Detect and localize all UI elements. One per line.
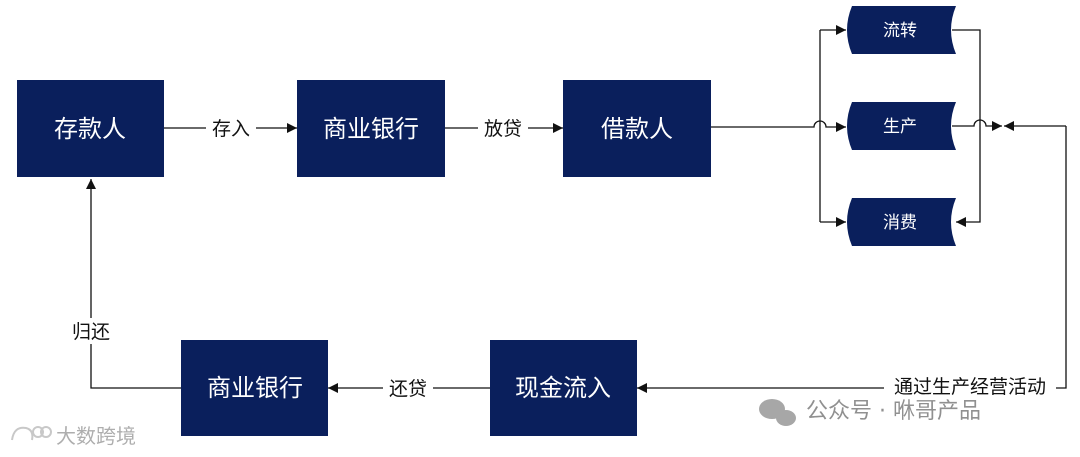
wechat-watermark-text: 公众号 · 咻哥产品 (806, 399, 981, 424)
node-circulation-label: 流转 (883, 21, 917, 41)
edge-label-return: 归还 (72, 321, 110, 343)
node-cash-inflow-label: 现金流入 (515, 374, 611, 402)
edge-return-line (86, 179, 181, 389)
node-bank-top-label: 商业银行 (323, 115, 419, 143)
node-depositor (17, 80, 164, 177)
node-bank-bottom-label: 商业银行 (207, 374, 303, 402)
node-consumption-label: 消费 (883, 213, 917, 233)
node-cash-inflow (490, 340, 637, 436)
edge-production-out (952, 119, 1002, 131)
brand-watermark: 大数跨境 (11, 424, 136, 448)
node-bank-bottom (181, 340, 328, 436)
node-borrower (563, 80, 711, 177)
wechat-icon (759, 399, 796, 426)
node-bank-top (297, 80, 445, 177)
node-depositor-label: 存款人 (54, 115, 126, 143)
node-consumption (847, 198, 956, 246)
brand-logo-icon (11, 426, 52, 441)
edge-borrower-to-production (711, 120, 846, 132)
node-production (847, 102, 956, 150)
wechat-watermark: 公众号 · 咻哥产品 (759, 399, 981, 426)
edge-circulation-to-consumption (952, 29, 981, 227)
node-circulation (847, 6, 956, 54)
node-production-label: 生产 (883, 117, 917, 137)
edge-label-repay: 还贷 (389, 378, 427, 400)
edge-operations-to-cash (637, 126, 1067, 393)
brand-watermark-text: 大数跨境 (56, 424, 136, 448)
edge-label-lending: 放贷 (484, 118, 522, 140)
edge-label-deposit: 存入 (212, 118, 250, 140)
node-borrower-label: 借款人 (601, 115, 673, 143)
edge-label-operations: 通过生产经营活动 (894, 376, 1046, 398)
